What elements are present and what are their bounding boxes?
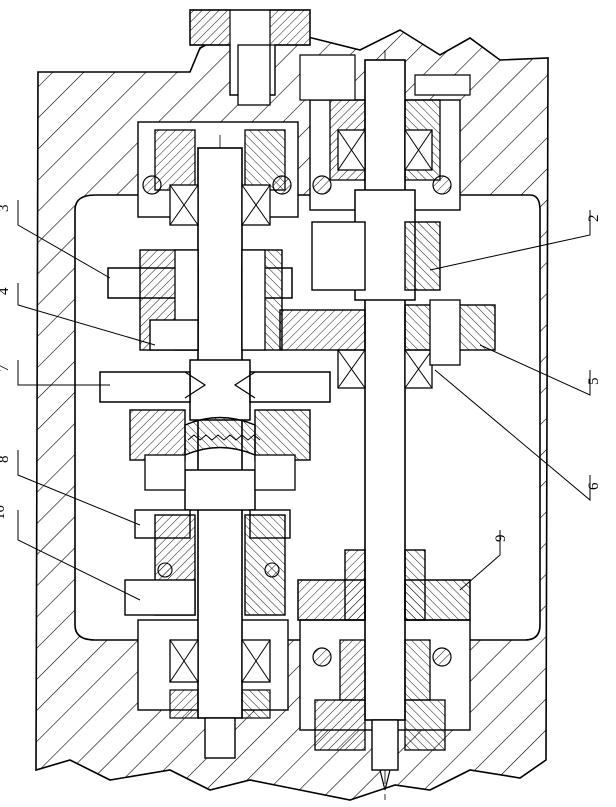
callout-label-9: 9 (493, 535, 509, 543)
leader-line-4 (17, 283, 156, 346)
callout-label-4: 4 (0, 287, 12, 295)
gear-5-6 (279, 299, 496, 366)
o-rings (142, 175, 452, 667)
leader-line-5 (479, 344, 591, 396)
leader-line-7 (17, 360, 110, 386)
callout-label-5: 5 (586, 378, 602, 386)
gear-block-3-4 (107, 249, 293, 351)
gear-2 (311, 221, 441, 291)
callout-label-2: 2 (586, 215, 602, 223)
callout-label-3: 3 (0, 205, 12, 213)
leader-line-8 (17, 450, 141, 526)
housing (35, 9, 549, 801)
leader-line-9 (459, 530, 501, 591)
gear-7 (99, 371, 331, 403)
clutch-hub (129, 409, 311, 491)
leader-line-10 (17, 510, 141, 601)
leader-line-6 (434, 369, 591, 502)
callout-label-6: 6 (586, 482, 602, 490)
leader-line-2 (429, 210, 591, 271)
gear-9 (297, 549, 471, 621)
callout-label-10: 10 (0, 505, 8, 520)
callout-label-8: 8 (0, 456, 12, 464)
right-shaft-bearings (299, 54, 471, 751)
callouts: 3 4 7 8 10 2 5 6 9 (0, 200, 602, 601)
leader-line-3 (17, 200, 111, 279)
callout-label-7: 7 (0, 364, 12, 372)
left-shaft (184, 147, 261, 759)
